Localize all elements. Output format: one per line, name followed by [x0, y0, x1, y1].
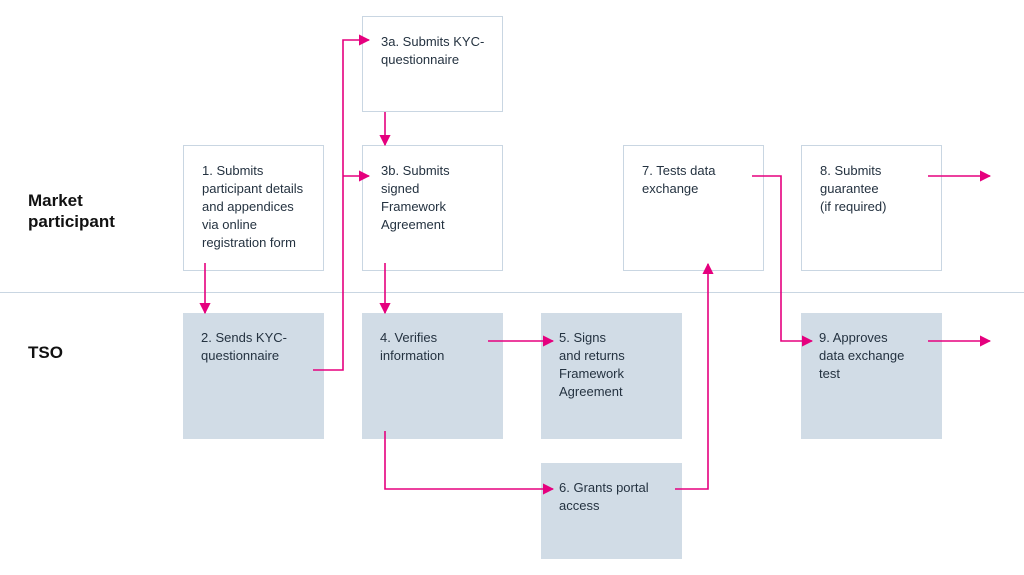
step-5-box: 5. Signs and returns Framework Agreement: [541, 313, 682, 439]
step-2-text: 2. Sends KYC- questionnaire: [201, 330, 287, 363]
arrow-6-to-7: [675, 262, 714, 490]
arrow-2-to-3a: [313, 34, 371, 371]
step-6-text: 6. Grants portal access: [559, 480, 649, 513]
step-1-text: 1. Submits participant details and appen…: [202, 163, 304, 250]
lane-divider: [0, 292, 1024, 293]
step-2-box: 2. Sends KYC- questionnaire: [183, 313, 324, 439]
step-9-text: 9. Approves data exchange test: [819, 330, 905, 381]
lane-label-market-participant: Market participant: [28, 191, 115, 231]
step-5-text: 5. Signs and returns Framework Agreement: [559, 330, 625, 399]
step-9-box: 9. Approves data exchange test: [801, 313, 942, 439]
step-7-text: 7. Tests data exchange: [642, 163, 716, 196]
step-3b-box: 3b. Submits signed Framework Agreement: [362, 145, 503, 271]
step-1-box: 1. Submits participant details and appen…: [183, 145, 324, 271]
lane-label-tso: TSO: [28, 343, 63, 362]
step-8-text: 8. Submits guarantee (if required): [820, 163, 887, 214]
step-3b-text: 3b. Submits signed Framework Agreement: [381, 163, 450, 232]
step-7-box: 7. Tests data exchange: [623, 145, 764, 271]
step-4-box: 4. Verifies information: [362, 313, 503, 439]
step-3a-text: 3a. Submits KYC- questionnaire: [381, 34, 485, 67]
arrow-7-to-9: [752, 175, 814, 347]
step-3a-box: 3a. Submits KYC- questionnaire: [362, 16, 503, 112]
step-8-box: 8. Submits guarantee (if required): [801, 145, 942, 271]
step-6-box: 6. Grants portal access: [541, 463, 682, 559]
step-4-text: 4. Verifies information: [380, 330, 445, 363]
arrow-4-to-6: [384, 431, 555, 495]
